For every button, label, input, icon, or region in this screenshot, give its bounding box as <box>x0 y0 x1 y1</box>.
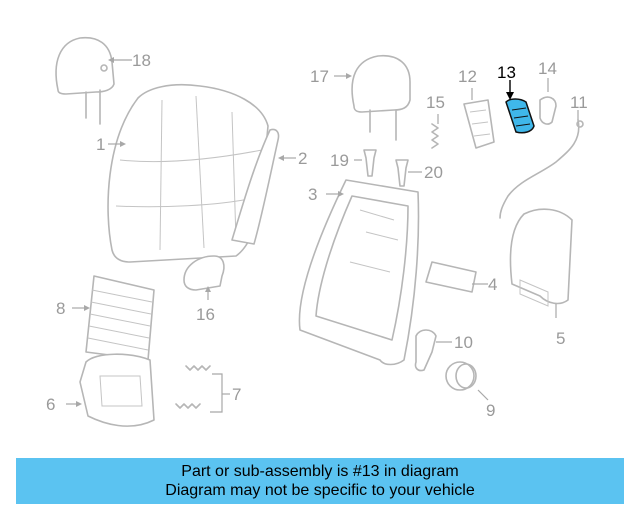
part-17-headrest <box>334 55 411 141</box>
part-12-bracket <box>463 88 495 149</box>
callout-numbers: 18 1 2 3 4 5 6 7 8 9 10 11 12 13 14 15 1… <box>46 51 588 420</box>
callout-11: 11 <box>570 93 588 112</box>
part-10-lever <box>414 329 452 372</box>
info-banner: Part or sub-assembly is #13 in diagram D… <box>16 458 624 504</box>
callout-15: 15 <box>426 93 445 112</box>
seat-parts-diagram: 18 1 2 3 4 5 6 7 8 9 10 11 12 13 14 15 1… <box>46 36 588 427</box>
part-16-trim <box>183 255 225 300</box>
callout-17: 17 <box>310 67 329 86</box>
part-15-spring <box>431 114 439 149</box>
banner-line-2: Diagram may not be specific to your vehi… <box>165 482 475 499</box>
part-7-springs <box>175 365 230 413</box>
callout-16: 16 <box>196 305 215 324</box>
part-14-clip <box>539 78 557 125</box>
part-6-seat-pan <box>66 353 155 427</box>
callout-3: 3 <box>308 185 317 204</box>
callout-6: 6 <box>46 395 55 414</box>
callout-14: 14 <box>538 59 557 78</box>
part-11-cable <box>499 110 584 219</box>
callout-13: 13 <box>497 63 516 82</box>
part-8-spring-mat <box>72 275 155 361</box>
part-9-knob <box>445 361 489 401</box>
callout-10: 10 <box>454 333 473 352</box>
callout-9: 9 <box>486 401 495 420</box>
part-18-headrest <box>55 36 132 125</box>
callout-8: 8 <box>56 299 65 318</box>
callout-2: 2 <box>298 149 307 168</box>
part-4-pad <box>425 261 488 293</box>
callout-5: 5 <box>556 329 565 348</box>
callout-12: 12 <box>458 67 477 86</box>
callout-19: 19 <box>330 151 349 170</box>
part-5-back-panel <box>509 208 573 318</box>
callout-20: 20 <box>424 163 443 182</box>
part-2-side-panel <box>231 128 296 245</box>
callout-7: 7 <box>232 385 241 404</box>
callout-18: 18 <box>132 51 151 70</box>
banner-line-1: Part or sub-assembly is #13 in diagram <box>181 463 459 480</box>
part-20-guide <box>395 159 422 187</box>
callout-4: 4 <box>488 275 497 294</box>
part-1-seatback-cover <box>107 83 269 263</box>
callout-1: 1 <box>96 135 105 154</box>
part-19-guide <box>354 149 377 177</box>
part-13-highlighted <box>505 80 535 134</box>
part-3-seatback-frame <box>298 179 420 366</box>
